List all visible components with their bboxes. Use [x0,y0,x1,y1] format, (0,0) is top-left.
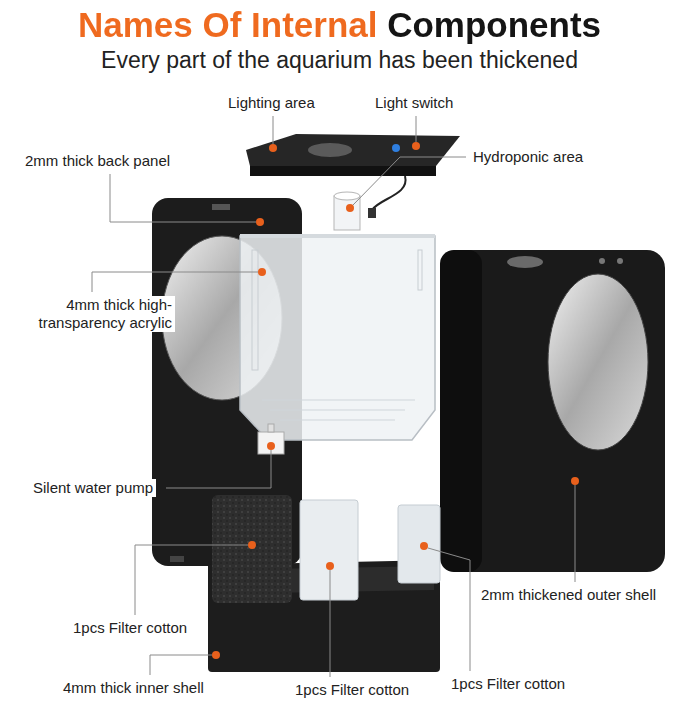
leader-dots [212,142,579,659]
leader-dot [212,651,220,659]
part-label: 2mm thick back panel [22,152,173,170]
tank-floor-lines [262,400,415,420]
leader-dot [258,268,266,276]
leader-line [273,116,274,144]
part-label: Hydroponic area [470,148,586,166]
leader-line [353,157,466,205]
leader-dot [256,218,264,226]
leader-dot [412,142,420,150]
page-title: Names Of Internal Components [78,4,601,46]
black-sponge [212,495,292,603]
hydroponic-cup [334,196,360,230]
leader-dot [248,541,256,549]
tank-rim [240,234,435,238]
filter-cotton [300,500,358,600]
part-label: Silent water pump [30,479,156,497]
leader-dot [346,204,354,212]
leader-dot [571,477,579,485]
leader-dot [326,562,334,570]
outer-shell-window [548,274,648,450]
hydroponic-cup-top [334,192,360,200]
part-label: Light switch [372,94,456,112]
leader-dot [420,542,428,550]
tank-tube [252,250,258,370]
outer-shell-side [440,250,482,572]
part-label: 1pcs Filter cotton [70,619,190,637]
part-label: 1pcs Filter cotton [448,675,568,693]
pump-nozzle [268,424,274,432]
outer-shell [440,250,665,572]
lid-edge [250,166,436,176]
outer-shell-dot [617,258,623,264]
leader-line [166,450,271,488]
leader-line [150,655,212,675]
filter-cotton [398,505,440,583]
leader-line [135,545,248,615]
tank-tube [418,250,422,290]
leader-line [575,485,576,582]
title-row: Names Of Internal Components [0,4,679,46]
part-label: 1pcs Filter cotton [292,681,412,699]
leader-dot [267,442,275,450]
outer-shell-hole [507,256,543,268]
lid-hole [308,143,352,157]
light-switch-button [392,144,400,152]
acrylic-tank [240,236,435,440]
leader-line [330,570,331,677]
leader-line [428,548,470,671]
part-label: Lighting area [225,94,318,112]
cable-plug [368,208,376,218]
leader-dot [269,144,277,152]
lid-top [246,134,460,166]
back-panel-notch [212,204,230,210]
back-panel-clip [170,556,184,562]
caption-row: Every part of the aquarium has been thic… [0,46,679,74]
leader-line [416,116,417,142]
outer-shell-dot [599,258,605,264]
part-label: 4mm thick inner shell [60,679,207,697]
leader-line [92,272,258,292]
subtitle: Every part of the aquarium has been thic… [101,46,578,74]
part-label: 2mm thickened outer shell [478,586,659,604]
leader-line [110,174,256,222]
part-label: 4mm thick high-transparency acrylic [4,296,175,332]
